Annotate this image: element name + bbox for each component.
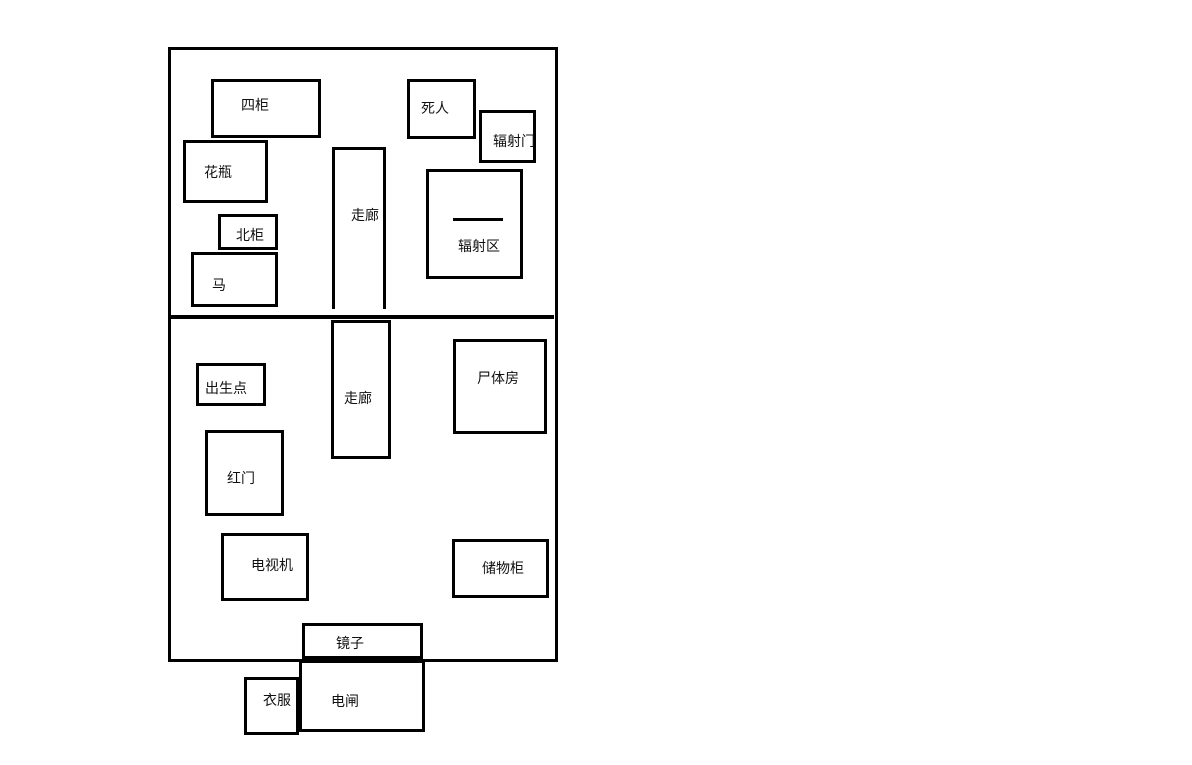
upper-corridor-label: 走廊 (351, 208, 379, 224)
upper-corridor-left (332, 147, 335, 309)
lower-corridor-label: 走廊 (344, 391, 372, 407)
breaker-box (299, 660, 425, 732)
upper-corridor-right (383, 147, 386, 309)
radiation-zone-label: 辐射区 (458, 239, 500, 255)
spawn-point-box (196, 363, 266, 406)
upper-corridor-top (332, 147, 386, 150)
four-cabinet-box (211, 79, 321, 138)
vase-label: 花瓶 (204, 165, 232, 181)
vase-box (183, 140, 268, 203)
red-door-box (205, 430, 284, 516)
radiation-door-label: 辐射门 (493, 134, 535, 150)
mirror-label: 镜子 (336, 636, 364, 652)
tv-label: 电视机 (251, 558, 293, 574)
radiation-zone-bar (453, 218, 503, 221)
red-door-label: 红门 (227, 471, 255, 487)
storage-cabinet-box (452, 539, 549, 598)
spawn-point-label: 出生点 (205, 381, 247, 397)
clothes-label: 衣服 (263, 693, 291, 709)
radiation-zone-box (426, 169, 523, 279)
horse-label: 马 (212, 278, 226, 294)
north-cabinet-box (218, 214, 278, 250)
dead-person-label: 死人 (421, 101, 449, 117)
mirror-box (302, 623, 423, 660)
lower-corridor-box (331, 320, 391, 459)
morgue-label: 尸体房 (477, 371, 519, 387)
storage-cabinet-label: 储物柜 (482, 561, 524, 577)
north-cabinet-label: 北柜 (236, 228, 264, 244)
breaker-label: 电闸 (331, 694, 359, 710)
dead-person-box (407, 79, 476, 139)
horse-box (191, 252, 278, 307)
clothes-box (244, 677, 299, 735)
tv-box (221, 533, 309, 601)
four-cabinet-label: 四柜 (241, 98, 269, 114)
floor-divider-line (168, 315, 554, 319)
morgue-box (453, 339, 547, 434)
radiation-door-box (479, 110, 536, 163)
